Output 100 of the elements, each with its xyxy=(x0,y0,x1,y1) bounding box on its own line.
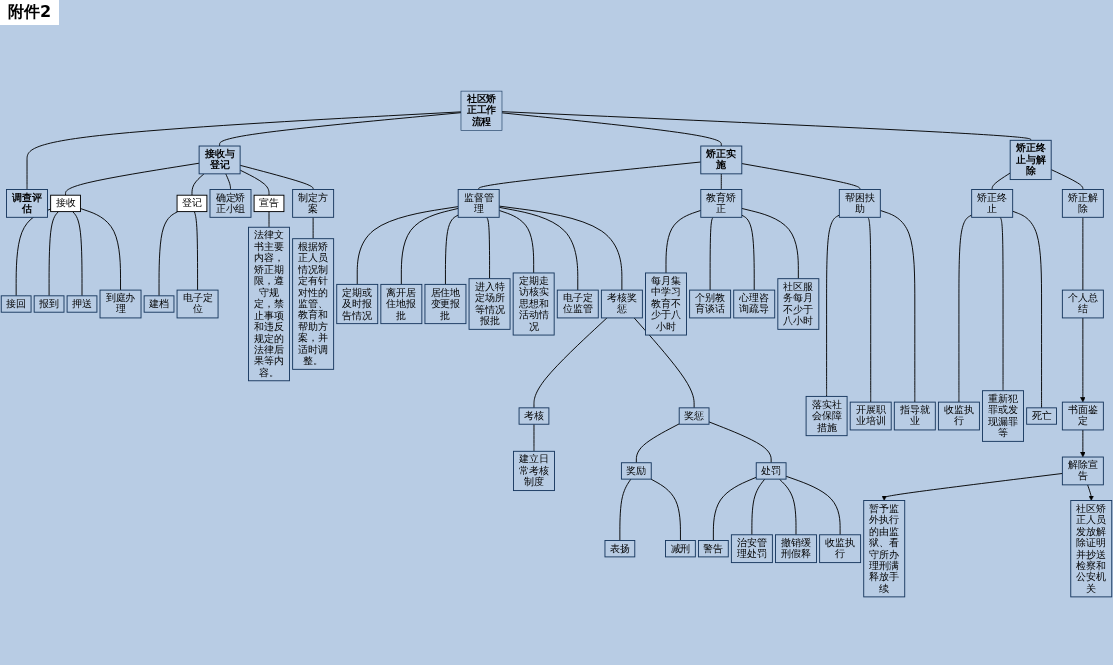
node-box: 居住地变更报批 xyxy=(424,283,467,325)
node-box: 个人总结 xyxy=(1061,289,1104,319)
connector xyxy=(999,216,1004,392)
connector xyxy=(709,216,714,291)
connector xyxy=(665,209,702,274)
connector xyxy=(193,211,199,291)
connector xyxy=(498,205,623,291)
connector xyxy=(158,211,179,297)
node-box: 建档 xyxy=(143,295,175,313)
connector xyxy=(501,111,1032,141)
connector xyxy=(741,163,861,190)
node-box: 定期或及时报告情况 xyxy=(336,283,379,325)
connector xyxy=(867,216,872,403)
node-box: 接回 xyxy=(0,295,32,313)
connector xyxy=(80,208,121,291)
connector xyxy=(741,207,799,280)
node-box: 考核 xyxy=(518,407,550,425)
node-box: 开展职业培训 xyxy=(849,401,892,431)
node-box: 死亡 xyxy=(1026,407,1057,425)
connector xyxy=(826,214,840,397)
connector xyxy=(533,317,608,409)
node-box: 社区服务每月不少于八小时 xyxy=(777,278,820,330)
attachment-label: 附件2 xyxy=(8,2,52,23)
node-box: 心理咨询疏导 xyxy=(733,289,776,319)
node-box: 登记 xyxy=(176,194,208,213)
connector xyxy=(741,214,755,291)
connector xyxy=(219,112,462,147)
connector xyxy=(650,478,681,541)
connector xyxy=(65,162,200,196)
connector xyxy=(720,173,722,190)
connector xyxy=(486,216,491,280)
connector xyxy=(239,169,270,196)
connector xyxy=(72,211,83,297)
node-box: 治安管理处罚 xyxy=(730,534,773,564)
node-box: 个别教育谈话 xyxy=(689,289,732,319)
connector xyxy=(268,211,270,228)
node-box: 奖励 xyxy=(620,462,652,480)
connector xyxy=(1012,210,1042,409)
node-box: 收监执行 xyxy=(819,534,862,564)
node-box: 考核奖惩 xyxy=(600,289,643,319)
connector xyxy=(778,478,797,536)
connector xyxy=(445,214,459,285)
connector xyxy=(26,111,462,190)
connector xyxy=(498,210,535,274)
connector xyxy=(498,206,579,291)
node-box: 制定方案 xyxy=(292,189,335,218)
node-box: 接收 xyxy=(50,194,81,213)
node-box: 奖惩 xyxy=(678,407,710,425)
node-box: 处罚 xyxy=(755,462,787,480)
node-box: 指导就业 xyxy=(893,401,936,431)
node-box: 调查评估 xyxy=(6,189,48,218)
connector xyxy=(478,161,702,190)
node-box: 押送 xyxy=(66,295,98,313)
node-box: 到庭办理 xyxy=(99,289,142,319)
node-box: 警告 xyxy=(698,540,729,558)
node-box: 重新犯罪或发现漏罪等 xyxy=(982,390,1024,442)
node-box: 监督管理 xyxy=(457,189,500,218)
connector xyxy=(1050,169,1084,190)
node-box: 解除宣告 xyxy=(1061,456,1104,486)
connector xyxy=(225,173,231,190)
connector xyxy=(879,210,916,403)
connector xyxy=(356,206,459,285)
connector xyxy=(501,112,722,147)
connector xyxy=(712,476,757,541)
node-box: 书面鉴定 xyxy=(1061,401,1104,431)
node-box: 接收与登记 xyxy=(198,145,241,175)
node-box: 教育矫正 xyxy=(700,189,743,218)
connector xyxy=(751,478,766,536)
node-box: 矫正终止 xyxy=(971,189,1014,218)
connector xyxy=(958,214,973,403)
node-box: 矫正实施 xyxy=(700,145,743,175)
node-box: 根据矫正人员情况制定有针对性的监管、教育和帮助方案，并适时调整。 xyxy=(292,238,335,370)
connector xyxy=(991,172,1011,190)
node-box: 离开居住地报批 xyxy=(380,283,423,325)
connector xyxy=(708,421,772,464)
connector xyxy=(48,211,59,297)
node-box: 表扬 xyxy=(604,540,636,558)
node-box: 建立日常考核制度 xyxy=(513,450,555,492)
node-box: 宣告 xyxy=(253,194,285,213)
node-box: 矫正终止与解除 xyxy=(1009,139,1052,181)
connector xyxy=(400,207,459,285)
connector xyxy=(239,164,314,190)
node-box: 电子定位 xyxy=(176,289,219,319)
node-box: 撤销缓刑假释 xyxy=(775,534,817,564)
node-box: 落实社会保障措施 xyxy=(805,395,848,437)
node-box: 社区矫正工作流程 xyxy=(460,90,503,131)
node-box: 收监执行 xyxy=(937,401,980,431)
node-box: 电子定位监管 xyxy=(556,289,599,319)
node-box: 确定矫正小组 xyxy=(209,189,252,218)
node-box: 定期走访核实思想和活动情况 xyxy=(512,272,555,336)
node-box: 法律文书主要内容，矫正期限，遵守规定，禁止事项和违反规定的法律后果等内容。 xyxy=(248,226,290,382)
connector xyxy=(635,423,680,464)
connector xyxy=(619,478,632,541)
connector xyxy=(633,317,695,409)
node-box: 报到 xyxy=(33,295,65,313)
node-box: 矫正解除 xyxy=(1061,189,1104,218)
node-box: 暂予监外执行的由监狱、看守所办理刑满释放手续 xyxy=(863,500,906,598)
node-box: 社区矫正人员发放解除证明并抄送检察和公安机关 xyxy=(1070,500,1113,598)
node-box: 减刑 xyxy=(665,540,696,558)
node-box: 进入特定场所等情况报批 xyxy=(468,278,511,330)
